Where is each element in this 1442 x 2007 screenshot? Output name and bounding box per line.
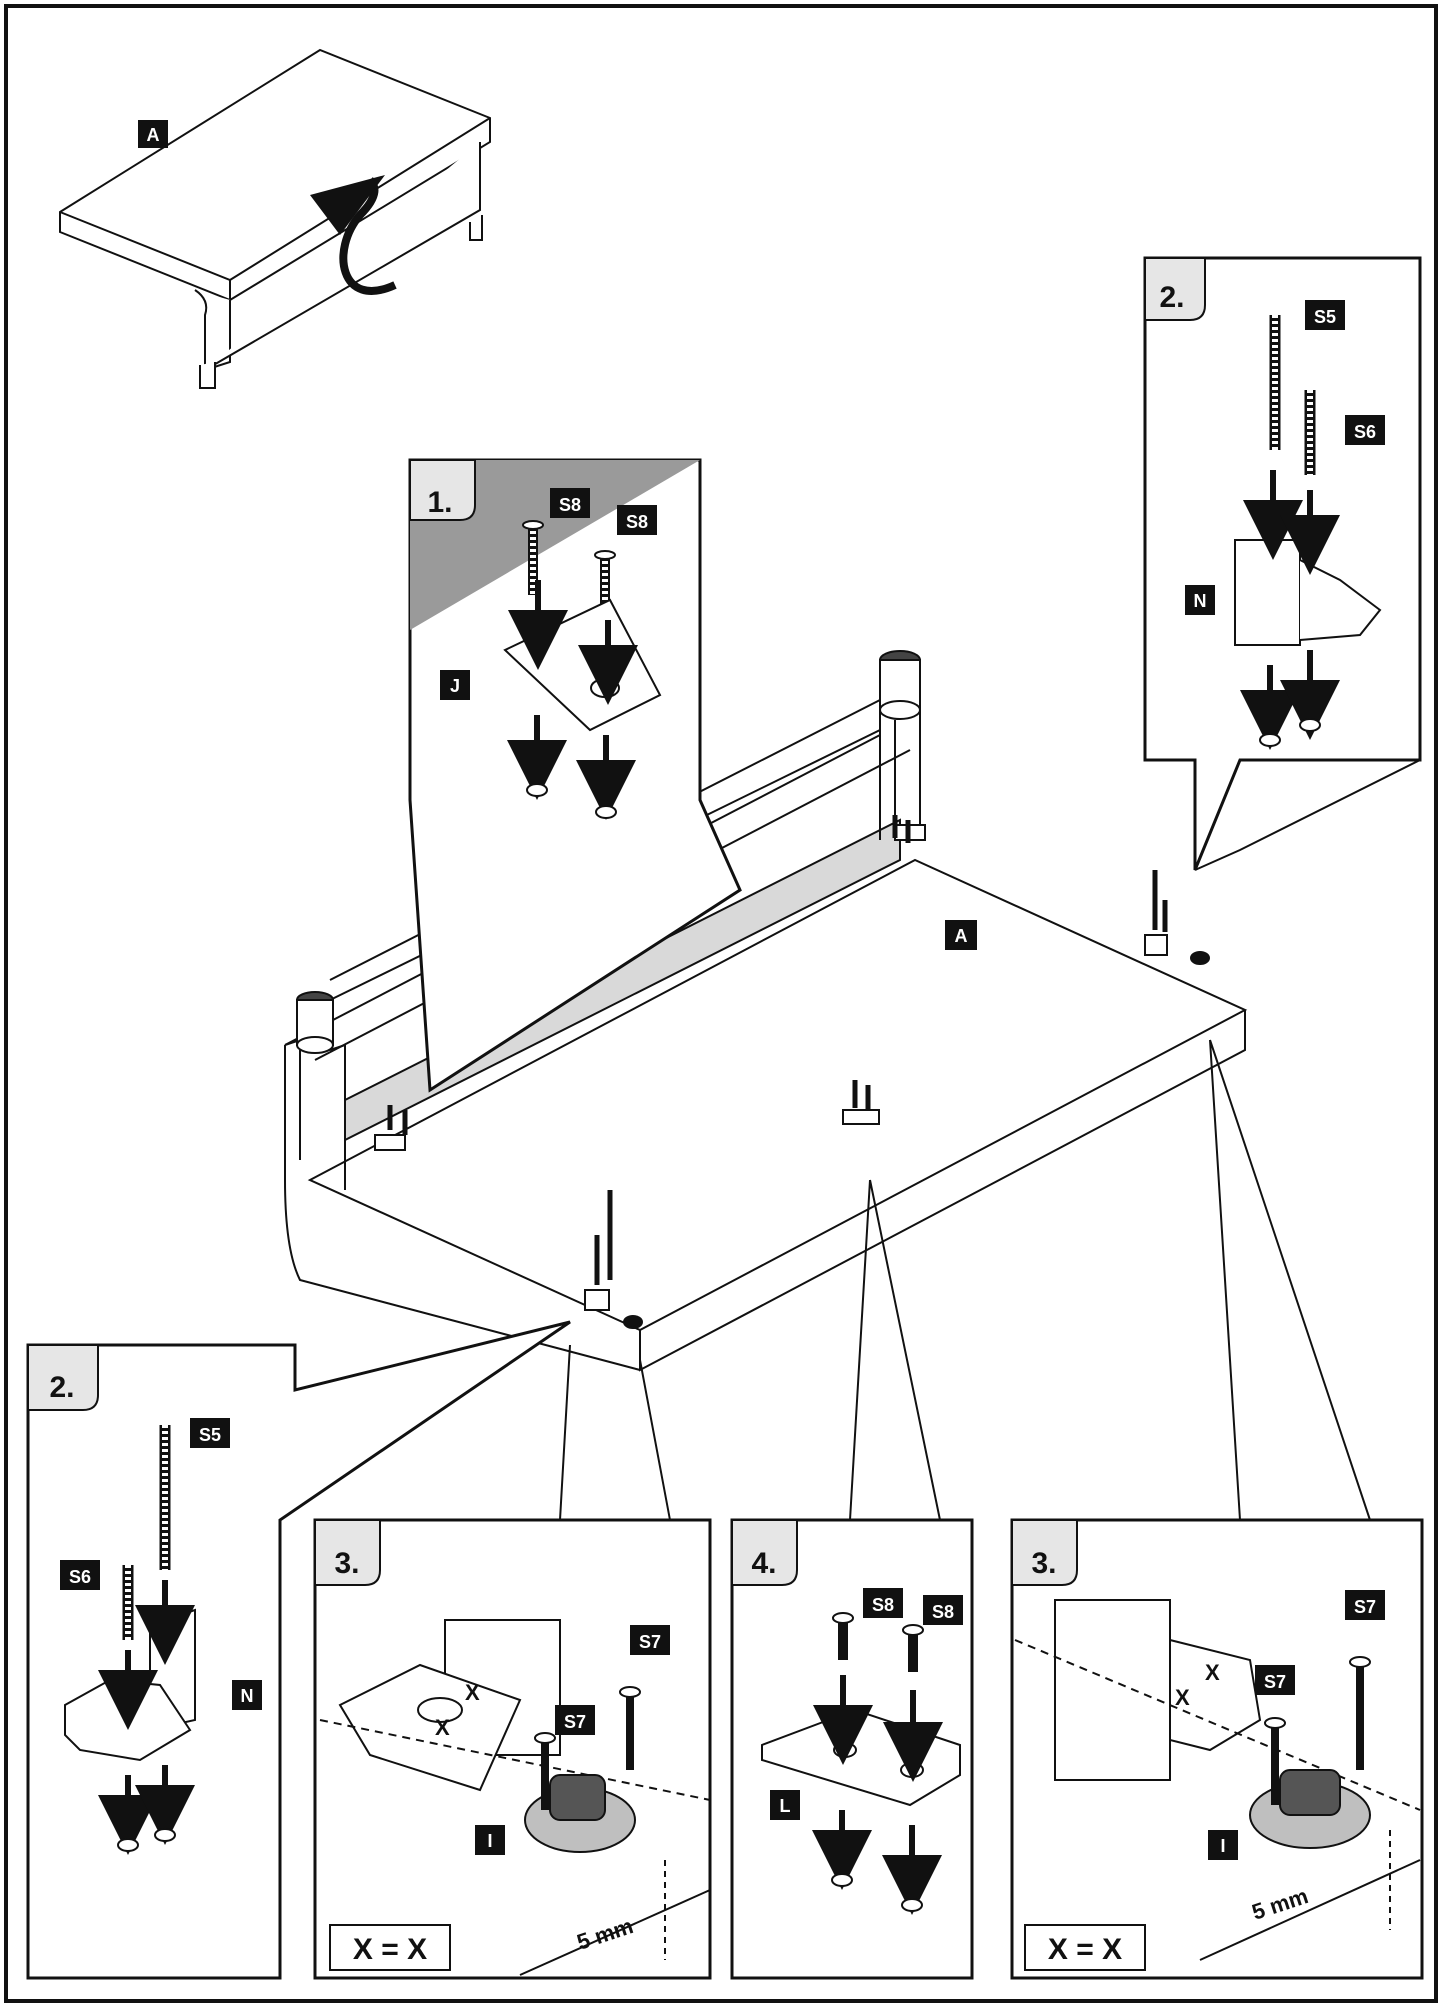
hole-icon	[526, 783, 548, 797]
step2-number-bottom: 2.	[49, 1371, 74, 1404]
x-mark-a: X	[465, 1680, 480, 1705]
panel-step1: 1. S8 S8 J	[408, 458, 742, 1093]
screw-s7-label-b: S7	[564, 1712, 586, 1732]
panel-step2-top: 2. S5 S6 N	[1143, 256, 1422, 871]
step1-number: 1.	[427, 486, 452, 519]
part-n-label-bottom: N	[241, 1686, 254, 1706]
panel-step2-bottom: 2. S5 S6 N	[26, 1320, 571, 1980]
ottoman-top-view	[59, 48, 491, 389]
page-border	[4, 4, 1438, 2003]
equal-note-left: X = X	[353, 1933, 427, 1966]
screw-s8-label-c: S8	[872, 1595, 894, 1615]
base-screws	[387, 815, 1168, 1285]
panel-step3-right: 3. X X S7 S7 I X = X 5 mm	[1010, 1518, 1424, 1980]
step3-number-left: 3.	[334, 1547, 359, 1580]
part-j-label: J	[450, 676, 460, 696]
part-a-badge-base	[945, 920, 977, 950]
part-a-badge-top	[138, 120, 168, 148]
screw-s8-label-b: S8	[626, 512, 648, 532]
step4-number: 4.	[751, 1547, 776, 1580]
part-l-label: L	[780, 1796, 791, 1816]
part-a-label-top: A	[147, 125, 160, 145]
part-i-label-left: I	[487, 1831, 492, 1851]
screw-s7-label-a: S7	[639, 1632, 661, 1652]
rotate-arrowhead	[310, 175, 385, 235]
base-hardware	[374, 824, 1210, 1329]
step3-number-right: 3.	[1031, 1547, 1056, 1580]
equal-note-right: X = X	[1048, 1933, 1122, 1966]
screw-s7-label-d: S7	[1264, 1672, 1286, 1692]
step2-number-top: 2.	[1159, 281, 1184, 314]
screw-s6-label-top: S6	[1354, 422, 1376, 442]
screw-s8-label-a: S8	[559, 495, 581, 515]
screw-s7-label-c: S7	[1354, 1597, 1376, 1617]
x-mark-d: X	[1175, 1685, 1190, 1710]
screw-s5-label-top: S5	[1314, 307, 1336, 327]
hole-icon	[595, 805, 617, 819]
part-a-label-base: A	[955, 926, 968, 946]
screw-s5-label-bottom: S5	[199, 1425, 221, 1445]
panel-step4: 4. S8 S8 L	[730, 1518, 974, 1980]
part-i-label-right: I	[1220, 1836, 1225, 1856]
panel-step3-left: 3. X X S7 S7 I X = X 5 mm	[313, 1518, 712, 1980]
x-mark-c: X	[1205, 1660, 1220, 1685]
screw-s8-label-d: S8	[932, 1602, 954, 1622]
x-mark-b: X	[435, 1715, 450, 1740]
part-n-label-top: N	[1194, 591, 1207, 611]
screw-s6-label-bottom: S6	[69, 1567, 91, 1587]
